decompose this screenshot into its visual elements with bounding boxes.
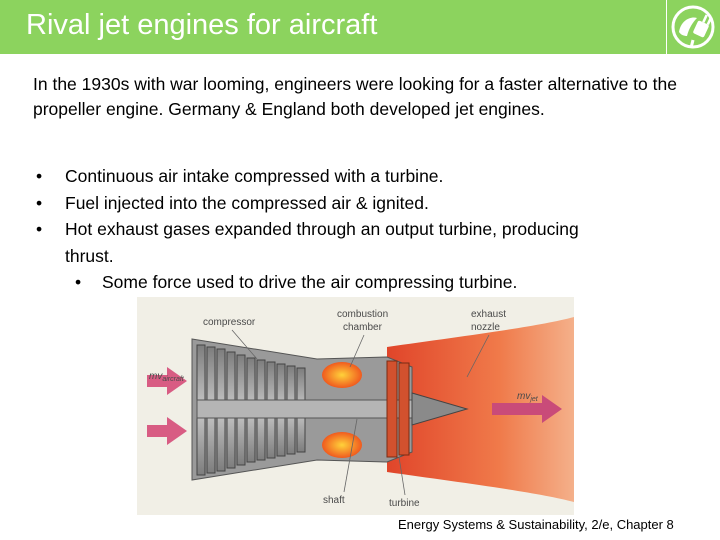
sub-bullet-item: Some force used to drive the air compres… <box>102 272 518 292</box>
label-shaft: shaft <box>323 495 345 506</box>
label-exhaust: exhaust <box>471 309 506 320</box>
label-mv-jet: mvjet <box>517 391 539 403</box>
title-bar: Rival jet engines for aircraft <box>0 0 666 54</box>
label-mv-aircraft: mvaircraft <box>149 371 185 383</box>
bullet-item: Fuel injected into the compressed air & … <box>65 192 429 213</box>
bullet-item-continued: thrust. <box>65 245 114 266</box>
bullet-marker: • <box>36 192 43 213</box>
bullet-marker: • <box>36 219 43 239</box>
jet-engine-svg: compressor combustion chamber exhaust no… <box>147 309 574 509</box>
label-turbine: turbine <box>389 498 420 509</box>
sub-bullet-marker: • <box>75 272 82 292</box>
logo <box>667 0 720 54</box>
label-combustion: combustion <box>337 309 388 320</box>
label-nozzle: nozzle <box>471 322 500 333</box>
eco-plug-icon <box>671 5 715 49</box>
intro-paragraph: In the 1930s with war looming, engineers… <box>33 74 677 119</box>
bullet-item: Continuous air intake compressed with a … <box>65 166 444 186</box>
bullet-item: Hot exhaust gases expanded through an ou… <box>65 219 579 239</box>
label-chamber: chamber <box>343 322 383 333</box>
jet-engine-diagram: compressor combustion chamber exhaust no… <box>137 297 574 515</box>
footer-citation: Energy Systems & Sustainability, 2/e, Ch… <box>398 517 674 532</box>
label-compressor: compressor <box>203 317 256 328</box>
page-title: Rival jet engines for aircraft <box>26 9 378 41</box>
bullet-marker: • <box>36 166 43 186</box>
